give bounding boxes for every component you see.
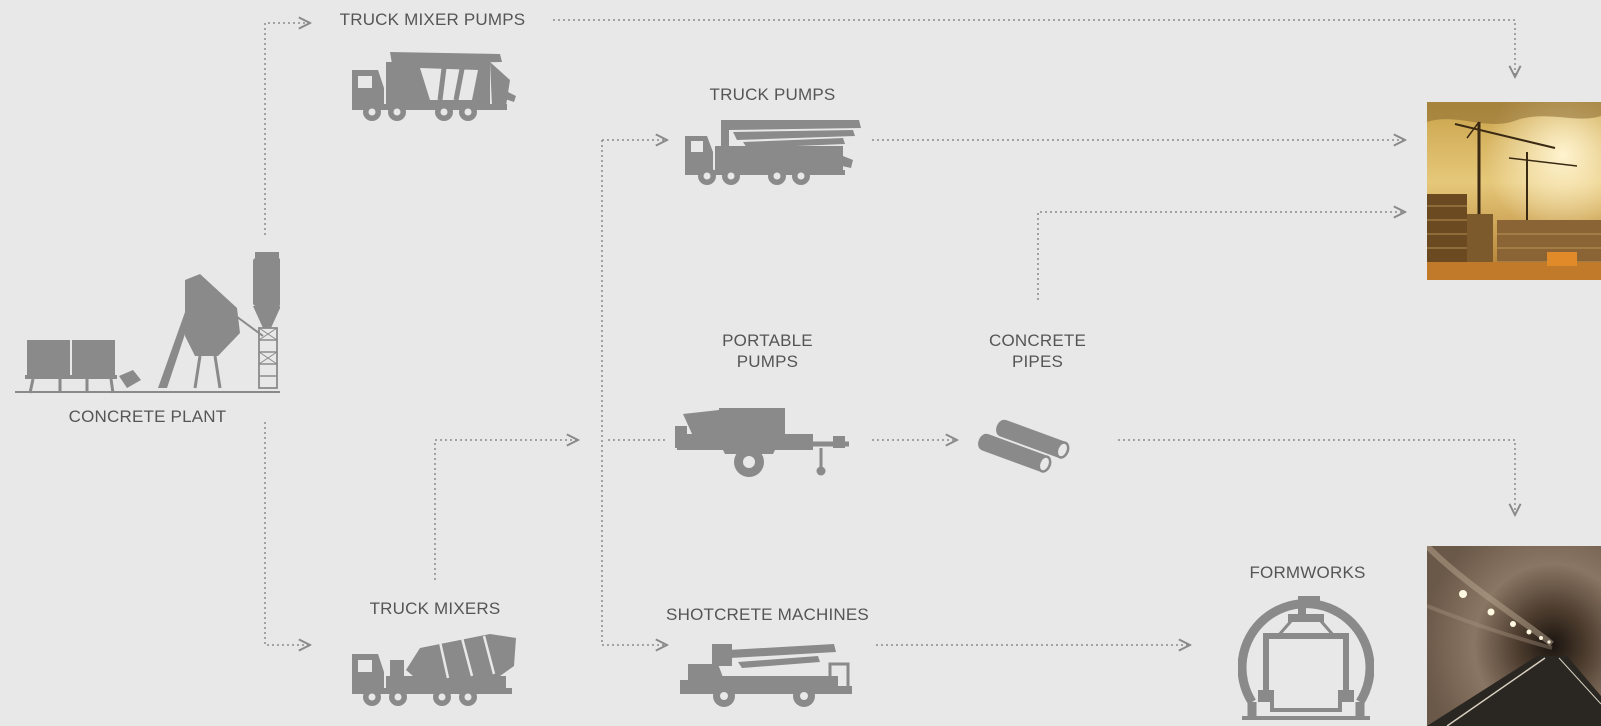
label-concrete-plant: CONCRETE PLANT xyxy=(60,406,235,427)
label-text: CONCRETE xyxy=(989,331,1086,350)
label-truck-pumps: TRUCK PUMPS xyxy=(690,84,855,105)
label-formworks: FORMWORKS xyxy=(1240,562,1375,583)
shotcrete-machine-icon xyxy=(680,644,852,707)
label-text: CONCRETE PLANT xyxy=(68,407,227,426)
label-text: PIPES xyxy=(1011,352,1064,371)
label-text: TRUCK MIXER PUMPS xyxy=(339,10,526,29)
label-text: PUMPS xyxy=(736,352,799,371)
concrete-pipes-icon xyxy=(978,419,1070,473)
portable-pump-icon xyxy=(675,408,849,477)
connector-truck-mixer-pumps-to-building xyxy=(553,19,1515,77)
connector-plant-to-truck-mixer-pumps xyxy=(264,23,310,235)
connector-pipes-to-building xyxy=(1037,212,1405,300)
truck-mixer-pump-icon xyxy=(352,52,516,121)
connector-pipes-to-tunnel xyxy=(1118,439,1515,515)
connector-plant-to-truck-mixers xyxy=(264,422,310,645)
label-shotcrete-machines: SHOTCRETE MACHINES xyxy=(660,604,875,625)
building-site-photo xyxy=(1427,102,1601,280)
label-truck-mixer-pumps: TRUCK MIXER PUMPS xyxy=(330,9,535,30)
label-portable-pumps: PORTABLE PUMPS xyxy=(700,330,835,372)
label-text: TRUCK PUMPS xyxy=(709,85,836,104)
label-truck-mixers: TRUCK MIXERS xyxy=(360,598,510,619)
concrete-plant-icon xyxy=(15,252,280,394)
truck-mixer-icon xyxy=(352,634,516,706)
label-text: PORTABLE xyxy=(722,331,813,350)
label-text: SHOTCRETE MACHINES xyxy=(666,605,869,624)
tunnel-photo xyxy=(1427,546,1601,726)
connector-truck-mixers-to-junction xyxy=(434,440,578,580)
label-text: FORMWORKS xyxy=(1249,563,1366,582)
label-text: TRUCK MIXERS xyxy=(369,599,501,618)
label-concrete-pipes: CONCRETE PIPES xyxy=(970,330,1105,372)
formwork-icon xyxy=(1238,596,1374,720)
truck-pump-icon xyxy=(685,120,861,185)
